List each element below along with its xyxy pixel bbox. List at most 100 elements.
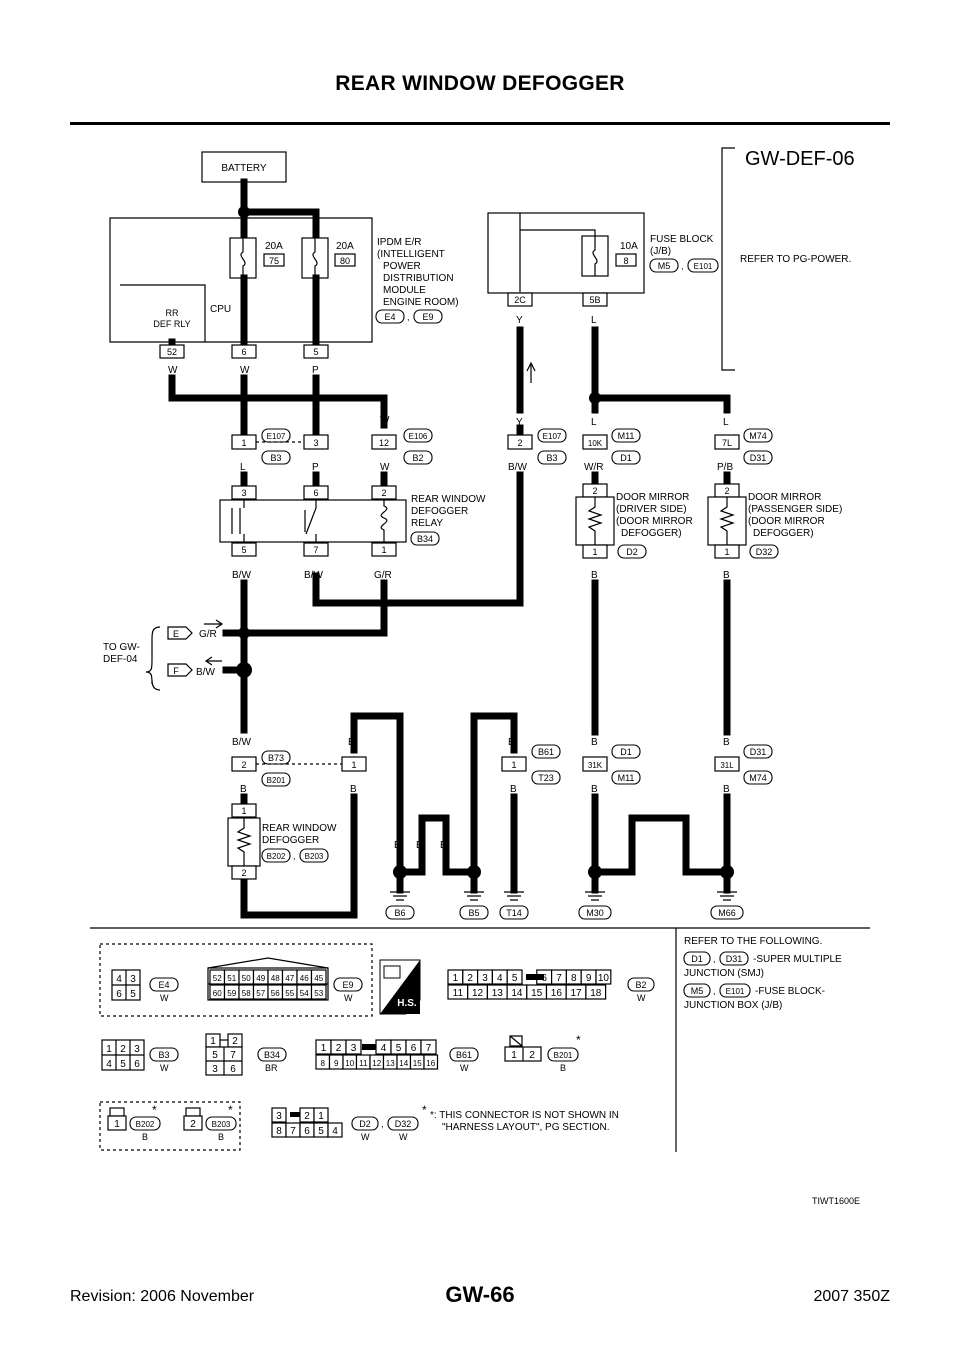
pin-label: 3 — [482, 973, 488, 984]
note-star: * — [422, 1103, 427, 1117]
comma: , — [381, 1119, 384, 1129]
lc-m74: M74 — [749, 773, 767, 783]
lc-b201: B201 — [267, 776, 286, 785]
page-title: REAR WINDOW DEFOGGER — [335, 72, 625, 95]
lower-pin-31k: 31K — [588, 761, 603, 770]
gr-splice — [238, 627, 250, 639]
wire-color: B — [591, 737, 598, 748]
latch — [290, 1112, 300, 1117]
pin-label: 12 — [472, 988, 484, 999]
rwd-conn-b203: B203 — [305, 852, 324, 861]
ground-b5: B5 — [468, 908, 479, 918]
svg-text:B: B — [560, 1063, 566, 1073]
jc-d1: D1 — [620, 453, 632, 463]
wire-color: L — [240, 462, 246, 473]
dm-pass-l2: (PASSENGER SIDE) — [748, 504, 842, 515]
pin-label: 13 — [492, 988, 504, 999]
pin-label: 7 — [556, 973, 562, 984]
pin-label: 10 — [598, 973, 610, 984]
conn-b3: 1 2 3 4 5 6 B3 W — [101, 1039, 179, 1073]
ipdm-conn-e4: E4 — [384, 312, 395, 322]
pin-label: 13 — [386, 1059, 395, 1068]
lower-pin-1b: 1 — [511, 760, 516, 770]
lower-pin-2: 2 — [241, 760, 246, 770]
pin-cell — [595, 969, 612, 985]
fuse2-amp: 20A — [336, 241, 354, 252]
pin-label: 49 — [256, 974, 265, 983]
ipdm-l3: POWER — [383, 261, 421, 272]
fuse2-no: 80 — [340, 256, 350, 266]
fuse1-amp: 20A — [265, 241, 283, 252]
pin-cell — [271, 1107, 287, 1123]
pin-label: 55 — [285, 989, 294, 998]
pin-cell — [423, 1054, 439, 1070]
svg-text:*: * — [576, 1033, 581, 1047]
b61-color: W — [460, 1063, 469, 1073]
pin-label: 3 — [351, 1043, 357, 1054]
wire-color: P — [312, 365, 319, 376]
to-gw-l2: DEF-04 — [103, 654, 138, 665]
fuseblock-no: 8 — [623, 256, 628, 266]
ipdm-pin-6: 6 — [241, 347, 246, 357]
jc-e106: E106 — [409, 432, 428, 441]
wire-color: B/W — [232, 737, 251, 748]
fuseblock-conn-e101: E101 — [694, 262, 713, 271]
note-l1: *: THIS CONNECTOR IS NOT SHOWN IN — [430, 1110, 619, 1121]
pin-label: 53 — [314, 989, 323, 998]
svg-text:1: 1 — [106, 1044, 112, 1055]
d32-color: W — [399, 1132, 408, 1142]
ipdm-l4: DISTRIBUTION — [383, 273, 454, 284]
pin-label: 54 — [300, 989, 309, 998]
wire-color: G/R — [374, 570, 392, 581]
pin-label: 1 — [318, 1111, 324, 1122]
pin-label: 45 — [314, 974, 323, 983]
joint-pin-10k: 10K — [588, 439, 603, 448]
relay-conn: B34 — [417, 534, 433, 544]
svg-text:W: W — [160, 993, 169, 1003]
rwd-pin-2: 2 — [241, 868, 246, 878]
wire-color: B/W — [508, 462, 527, 473]
svg-text:1: 1 — [114, 1119, 120, 1130]
dm-pass-l1: DOOR MIRROR — [748, 492, 821, 503]
wire-color: B — [240, 892, 247, 903]
svg-text:W: W — [160, 1063, 169, 1073]
fuseblock-l2: (J/B) — [650, 246, 671, 257]
refer-d31: D31 — [726, 954, 743, 964]
wire-color: B — [510, 784, 517, 795]
svg-text:*: * — [152, 1103, 157, 1117]
conn-e4: 4 3 6 5 E4 W — [111, 969, 179, 1003]
jc-e107: E107 — [267, 432, 286, 441]
relay-pin-5: 5 — [241, 545, 246, 555]
ipdm-pin-52: 52 — [167, 347, 177, 357]
note-l2: "HARNESS LAYOUT", PG SECTION. — [442, 1122, 610, 1133]
pin-label: 2 — [467, 973, 473, 984]
wire-color: W — [380, 415, 390, 426]
pin-label: 11 — [359, 1059, 368, 1068]
pin-label: 9 — [334, 1059, 339, 1068]
lc-b61: B61 — [538, 747, 554, 757]
joint-pin-12: 12 — [379, 438, 389, 448]
svg-text:2: 2 — [529, 1050, 535, 1061]
relay-pin-3: 3 — [241, 488, 246, 498]
wire-color: P — [312, 462, 319, 473]
svg-text:H.S.: H.S. — [397, 998, 417, 1009]
pin-label: 6 — [541, 973, 547, 984]
pin-label: 50 — [242, 974, 251, 983]
conn-b203: 2 B203 * B — [183, 1103, 237, 1142]
pin-label: 11 — [453, 988, 464, 999]
pin-cell — [327, 1122, 343, 1138]
svg-text:7: 7 — [230, 1050, 236, 1061]
lower-pin-1: 1 — [351, 760, 356, 770]
wire-color: B — [723, 784, 730, 795]
pin-label: 16 — [551, 988, 563, 999]
svg-text:6: 6 — [230, 1064, 236, 1075]
dm-pin-2: 2 — [724, 486, 729, 496]
footer-model: 2007 350Z — [813, 1288, 890, 1305]
dm-pass-l3: (DOOR MIRROR — [748, 516, 825, 527]
gw-letter-e: E — [173, 629, 179, 639]
latch — [526, 974, 544, 980]
refer-m5: M5 — [691, 986, 704, 996]
pin-label: 59 — [227, 989, 236, 998]
refer-l2: -SUPER MULTIPLE — [753, 954, 842, 965]
pin-label: 10 — [345, 1059, 354, 1068]
